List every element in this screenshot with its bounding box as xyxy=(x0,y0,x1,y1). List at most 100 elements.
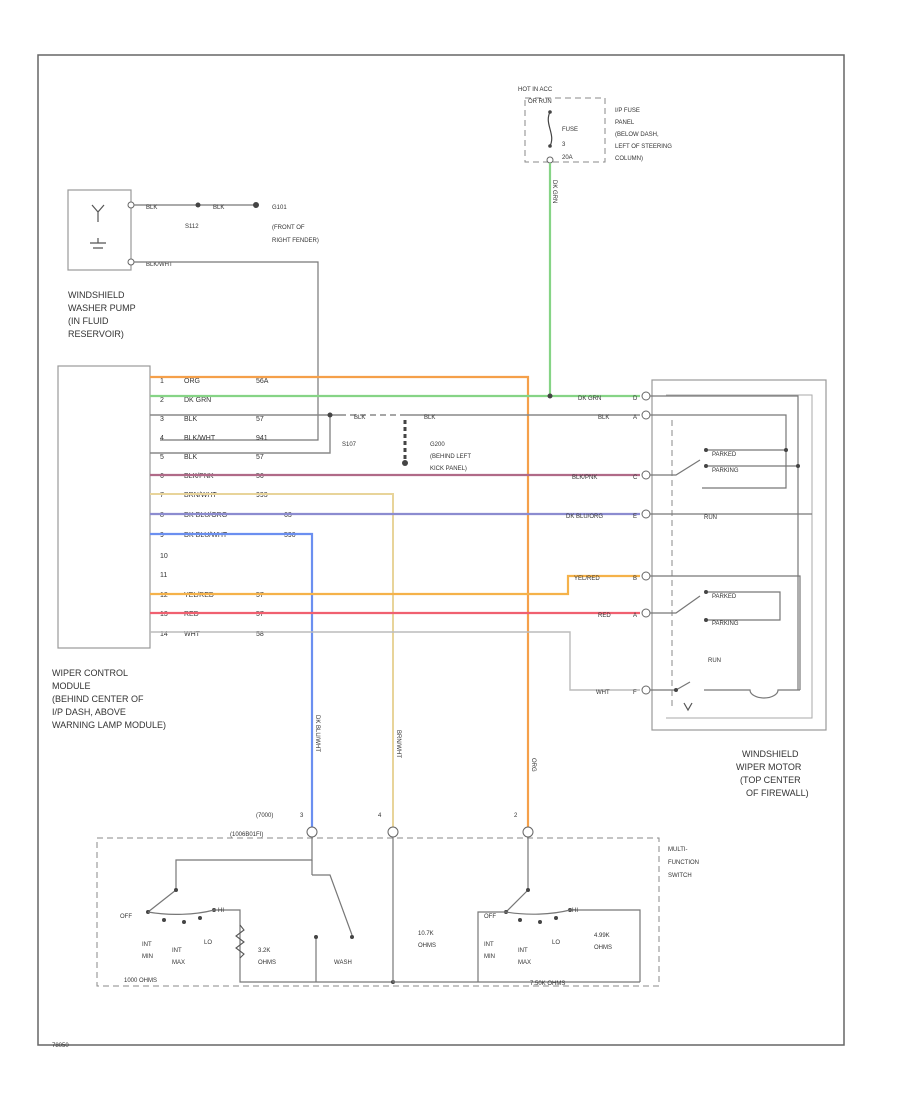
g200-line-1: (BEHIND LEFT xyxy=(430,454,471,460)
mfs-pin-3: 3 xyxy=(300,813,304,819)
module-pin-12-color: YEL/RED xyxy=(184,592,214,599)
figure-id: 78050 xyxy=(52,1043,69,1049)
pump-title-3: (IN FLUID xyxy=(68,316,109,326)
module-pin-5-circuit: 57 xyxy=(256,454,264,461)
mfs-right-lo: LO xyxy=(552,940,560,946)
mfs-left-fixed2: OHMS xyxy=(258,960,276,966)
module-pin-14: 14 xyxy=(160,631,168,638)
mfs-pin-4: 4 xyxy=(378,813,382,819)
wiper-motor: DK GRN D BLK A BLK/PNK C DK BLU/ORG E YE… xyxy=(566,379,827,798)
motor-pin-5: B xyxy=(633,576,637,582)
fuse-panel-line-2: PANEL xyxy=(615,120,635,126)
mfs-right-r1b: OHMS xyxy=(418,943,436,949)
module-title-2: MODULE xyxy=(52,681,91,691)
mfs-left-int2: INT xyxy=(172,948,182,954)
mfs-left-int1: INT xyxy=(142,942,152,948)
mfs-left-off: OFF xyxy=(120,914,132,920)
mfs-right-bottom: 7.50K OHMS xyxy=(530,981,565,987)
module-title-3: (BEHIND CENTER OF xyxy=(52,694,144,704)
mfs-right-r1: 10.7K xyxy=(418,931,434,937)
motor-title-3: (TOP CENTER xyxy=(740,775,801,785)
motor-armature-icon xyxy=(683,702,693,712)
pump-ground-line-2: RIGHT FENDER) xyxy=(272,238,319,244)
module-title-5: WARNING LAMP MODULE) xyxy=(52,720,166,730)
motor-pin-3: C xyxy=(633,475,638,481)
motor-pin-1: D xyxy=(633,396,638,402)
multi-function-switch: DK BLU/WHT BRN/WHT ORG (7000) (1006B01FI… xyxy=(96,715,699,987)
module-pin-10: 10 xyxy=(160,553,168,560)
mfs-c-label-2: (1006B01FI) xyxy=(230,832,263,838)
module-pin-6-color: BLK/PNK xyxy=(184,473,214,480)
motor-sw-lower-2: PARKING xyxy=(712,621,739,627)
mfs-left-lo: LO xyxy=(204,940,212,946)
mfs-right-r2b: OHMS xyxy=(594,945,612,951)
mfs-title-1: MULTI- xyxy=(668,847,688,853)
wire-brn-wht xyxy=(150,493,394,828)
mfs-left-wash: WASH xyxy=(334,960,352,966)
pump-wire-1: BLK xyxy=(146,205,157,211)
module-pin-4-circuit: 941 xyxy=(256,435,268,442)
motor-title-2: WIPER MOTOR xyxy=(736,762,802,772)
motor-pin-label-7: WHT xyxy=(596,690,610,696)
g200-wire-b: BLK xyxy=(424,415,435,421)
fuse-panel-line-3: (BELOW DASH, xyxy=(615,132,659,138)
g200-splice: S107 xyxy=(342,442,357,448)
mfs-pin-2: 2 xyxy=(514,813,518,819)
module-pin-7-circuit: 993 xyxy=(256,492,268,499)
fuse-hot-label: HOT IN ACC xyxy=(518,87,553,93)
motor-pin-6: A xyxy=(633,613,637,619)
module-pin-14-circuit: 58 xyxy=(256,631,264,638)
module-pin-3: 3 xyxy=(160,416,164,423)
wire-wht xyxy=(150,631,640,691)
wire-dk-blu-wht xyxy=(150,532,314,828)
wiper-motor-inner-box xyxy=(666,394,813,719)
fuse-name: FUSE xyxy=(562,127,578,133)
pump-title-4: RESERVOIR) xyxy=(68,329,124,339)
mfs-right-int1b: MIN xyxy=(484,954,495,960)
fuse-wire-label: DK GRN xyxy=(551,180,557,203)
mfs-left-res: 1000 OHMS xyxy=(124,978,157,984)
mfs-wire-2: BRN/WHT xyxy=(395,730,401,758)
module-pin-7-color: BRN/WHT xyxy=(184,492,217,499)
module-pin-5: 5 xyxy=(160,454,164,461)
module-title-4: I/P DASH, ABOVE xyxy=(52,707,126,717)
mfs-left-int2b: MAX xyxy=(172,960,185,966)
mfs-right-int1: INT xyxy=(484,942,494,948)
pump-ground-line-1: (FRONT OF xyxy=(272,225,305,231)
module-pin-8: 8 xyxy=(160,512,164,519)
module-pin-4-color: BLK/WHT xyxy=(184,435,216,442)
module-title-1: WIPER CONTROL xyxy=(52,668,128,678)
fuse-panel-box xyxy=(524,97,606,163)
mfs-wire-3: ORG xyxy=(530,758,536,772)
motor-sw-upper-3: RUN xyxy=(704,515,717,521)
module-pin-12: 12 xyxy=(160,592,168,599)
module-pin-7: 7 xyxy=(160,492,164,499)
fuse-hot-sub: OR RUN xyxy=(528,99,552,105)
module-pin-4: 4 xyxy=(160,435,164,442)
wires xyxy=(150,163,640,828)
motor-sw-upper-2: PARKING xyxy=(712,468,739,474)
mfs-left-fixed: 3.2K xyxy=(258,948,270,954)
mfs-box xyxy=(96,837,660,987)
module-pin-6-circuit: 56 xyxy=(256,473,264,480)
mfs-right-int2: INT xyxy=(518,948,528,954)
module-pin-11: 11 xyxy=(160,572,167,579)
fuse-element-icon xyxy=(547,111,553,147)
pump-wire-3: BLK/WHT xyxy=(146,262,173,268)
module-pin-13: 13 xyxy=(160,611,168,618)
g200-id: G200 xyxy=(430,442,445,448)
module-pin-5-color: BLK xyxy=(184,454,198,461)
pump-title-1: WINDSHIELD xyxy=(68,290,125,300)
wiper-motor-outer-box xyxy=(651,379,827,731)
motor-sw-lower-1: PARKED xyxy=(712,594,737,600)
motor-sw-upper-1: PARKED xyxy=(712,452,737,458)
motor-pin-label-1: DK GRN xyxy=(578,396,601,402)
module-pin-8-circuit: 63 xyxy=(284,512,292,519)
pump-symbol-icon xyxy=(91,204,105,222)
motor-pin-label-6: RED xyxy=(598,613,611,619)
pump-wire-2: BLK xyxy=(213,205,224,211)
motor-pin-label-4: DK BLU/ORG xyxy=(566,514,603,520)
wire-blk-2 xyxy=(150,415,331,454)
fuse-amps: 20A xyxy=(562,155,573,161)
